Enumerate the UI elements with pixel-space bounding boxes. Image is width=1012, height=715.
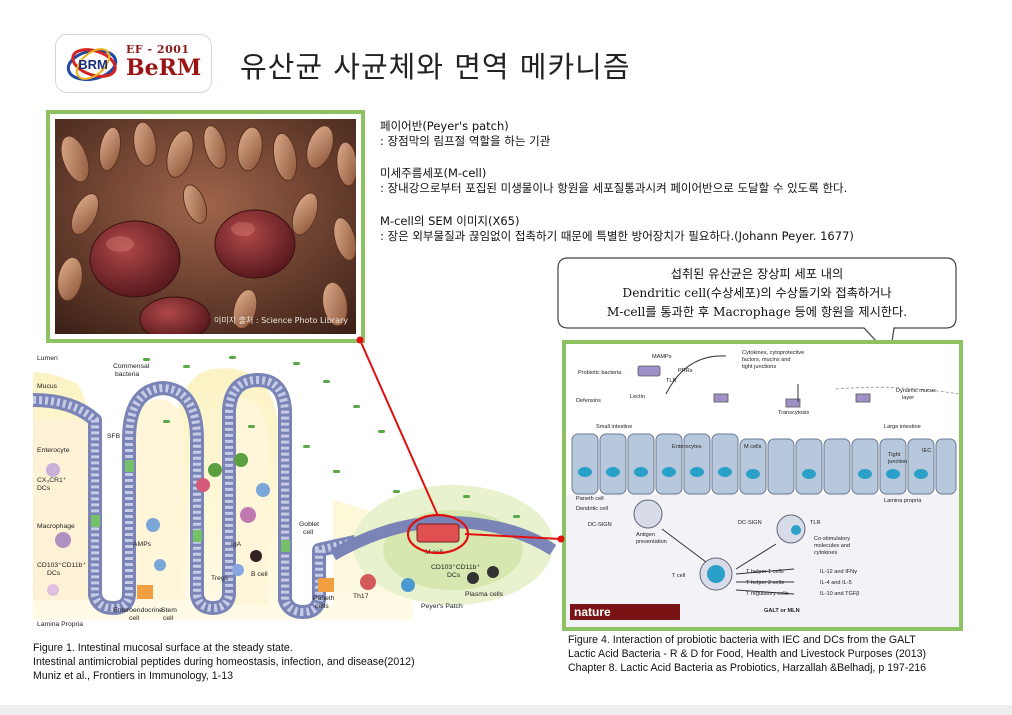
fig4-label-dendritic: Dendritic cell	[576, 506, 608, 512]
fig1-label-cd103-a: CD103⁺CD11b⁺	[37, 562, 86, 569]
fig4-label-lectin: Lectin	[630, 394, 645, 400]
figure-1-caption-line-3: Muniz et al., Frontiers in Immunology, 1…	[33, 670, 233, 682]
fig1-label-enteroendocrine-cell: cell	[129, 615, 140, 622]
fig1-label-sfb: SFB	[107, 433, 121, 440]
fig4-label-th2: T helper 2 cells	[746, 580, 784, 586]
fig4-label-costim-2: molecules and	[814, 543, 850, 549]
fig4-label-tight-2: junction	[887, 459, 907, 465]
figure-1-diagram: Lumen Commensal bacteria Mucus SFB Enter…	[32, 350, 558, 630]
fig4-label-th1: T helper 1 cells	[746, 569, 784, 575]
fig4-label-galt: GALT or MLN	[764, 608, 800, 614]
fig4-label-costim-1: Co-stimulatory	[814, 536, 850, 542]
fig4-label-small-intestine: Small intestine	[596, 424, 632, 430]
fig4-label-tlr-2: TLR	[810, 520, 821, 526]
fig1-label-bacteria: bacteria	[115, 371, 139, 378]
fig1-label-stem-cell: cell	[163, 615, 174, 622]
fig1-label-dcs-3: DCs	[447, 572, 461, 579]
fig1-label-th17: Th17	[353, 593, 369, 600]
fig4-label-lamina: Lamina propria	[884, 498, 922, 504]
fig4-label-large-intestine: Large intestine	[884, 424, 921, 430]
figure-4-caption-line-2: Lactic Acid Bacteria - R & D for Food, H…	[568, 648, 927, 660]
figure-4-caption-line-3: Chapter 8. Lactic Acid Bacteria as Probi…	[568, 662, 927, 674]
fig1-label-cx3cr1: CX₃CR1⁺	[37, 477, 67, 484]
fig1-label-macrophage: Macrophage	[37, 523, 75, 530]
fig1-label-plasma: Plasma cells	[465, 591, 504, 598]
page-title: 유산균 사균체와 면역 메카니즘	[240, 50, 631, 84]
fig1-label-iga: IgA	[231, 541, 242, 548]
emblem-text: BRM	[78, 57, 108, 72]
fig4-label-defensins: Defensins	[576, 398, 601, 404]
fig1-label-commensal: Commensal	[113, 363, 150, 370]
logo-brand-text: BeRM	[126, 55, 202, 81]
photo-credit: 이미지 출처 : Science Photo Library	[213, 316, 348, 325]
fig1-label-dcs-2: DCs	[47, 570, 61, 577]
figure-4-frame: nature Probiotic bacteria MAMPs PRRs TLR…	[562, 340, 963, 631]
fig4-label-costim-3: cytokines	[814, 550, 838, 556]
nature-logo-text: nature	[574, 605, 611, 619]
peyers-patch-body: : 장점막의 림프절 역할을 하는 기관	[380, 134, 551, 148]
fig4-label-dcsign-2: DC-SIGN	[738, 520, 762, 526]
fig4-label-il10: IL-10 and TGFβ	[820, 591, 860, 597]
figure-1-caption-line-1: Figure 1. Intestinal mucosal surface at …	[33, 642, 293, 654]
fig4-label-antigen-1: Antigen	[636, 532, 655, 538]
callout-line-2: Dendritic cell(수상세포)의 수상돌기와 접촉하거나	[622, 286, 892, 300]
fig4-label-treg: T regulatory cells	[746, 591, 789, 597]
fig1-label-goblet-cell: cell	[303, 529, 314, 536]
figure-4-diagram: nature Probiotic bacteria MAMPs PRRs TLR…	[566, 344, 960, 627]
fig1-label-lumen: Lumen	[37, 355, 58, 362]
fig1-label-mucus: Mucus	[37, 383, 58, 390]
fig4-label-tlr: TLR	[666, 378, 677, 384]
fig4-label-cyto-3: tight junctions	[742, 364, 776, 370]
fig4-label-tight-1: Tight	[888, 452, 901, 458]
fig4-label-mamps: MAMPs	[652, 354, 672, 360]
callout-line-3: M-cell를 통과한 후 Macrophage 등에 항원을 제시한다.	[606, 305, 908, 319]
callout-line-1: 섭취된 유산균은 장상피 세포 내의	[670, 267, 844, 281]
logo-small-text: EF - 2001	[126, 43, 190, 56]
fig1-label-tregs: Tregs	[211, 575, 229, 582]
fig4-label-enterocytes: Enterocytes	[672, 444, 702, 450]
sem-photo-frame: 이미지 출처 : Science Photo Library	[46, 110, 365, 343]
fig1-label-stem: Stem	[161, 607, 177, 614]
mcell-heading: 미세주름세포(M-cell)	[380, 166, 487, 180]
berm-emblem-icon: BRM	[66, 48, 118, 82]
callout-text-box: 섭취된 유산균은 장상피 세포 내의 Dendritic cell(수상세포)의…	[558, 257, 956, 329]
brand-logo: BRM EF - 2001 BeRM	[55, 34, 212, 93]
fig4-label-antigen-2: presentation	[636, 539, 667, 545]
fig4-label-dynmucus-2: layer	[902, 395, 914, 401]
fig1-label-bcell: B cell	[251, 571, 268, 578]
fig4-label-cyto-1: Cytokines, cytoprotective	[742, 350, 804, 356]
fig1-label-enteroendocrine: Enteroendocrine	[113, 607, 163, 614]
fig4-label-il4: IL-4 and IL-5	[820, 580, 852, 586]
fig4-label-il12: IL-12 and IFNγ	[820, 569, 857, 575]
sem-heading: M-cell의 SEM 이미지(X65)	[380, 214, 520, 228]
fig1-label-dcs: DCs	[37, 485, 51, 492]
fig1-label-paneth-cells: cells	[315, 603, 329, 610]
sem-photo: 이미지 출처 : Science Photo Library	[55, 119, 356, 334]
fig4-label-iec: IEC	[922, 448, 931, 454]
slide-bottom-bar	[0, 705, 1012, 715]
fig4-label-dynmucus-1: Dynamic mucus	[896, 388, 936, 394]
fig1-label-paneth: Paneth	[313, 595, 335, 602]
fig4-label-dcsign: DC-SIGN	[588, 522, 612, 528]
fig4-label-prrs: PRRs	[678, 368, 693, 374]
figure-4-caption-line-1: Figure 4. Interaction of probiotic bacte…	[568, 634, 916, 646]
fig1-label-cd103-b: CD103⁺CD11b⁺	[431, 564, 480, 571]
fig4-label-mcells: M cells	[744, 444, 762, 450]
fig1-label-peyers: Peyer's Patch	[421, 603, 463, 610]
fig1-label-lamina: Lamina Propria	[37, 621, 83, 628]
fig4-label-paneth: Paneth cell	[576, 496, 604, 502]
fig1-label-goblet: Goblet	[299, 521, 319, 528]
fig4-label-probiotic: Probiotic bacteria	[578, 370, 622, 376]
fig1-label-amps: AMPs	[133, 541, 152, 548]
sem-body: : 장은 외부물질과 끊임없이 접촉하기 때문에 특별한 방어장치가 필요하다.…	[380, 229, 854, 243]
mcell-body: : 장내강으로부터 포집된 미생물이나 항원을 세포질통과시켜 페이어반으로 도…	[380, 181, 848, 195]
fig4-label-cyto-2: factors, mucins and	[742, 357, 791, 363]
figure-1-caption-line-2: Intestinal antimicrobial peptides during…	[33, 656, 415, 668]
peyers-patch-heading: 페이어반(Peyer's patch)	[380, 119, 509, 133]
fig4-label-tcell: T cell	[672, 573, 685, 579]
fig4-label-transcytosis: Transcytosis	[778, 410, 809, 416]
sem-photo-image	[55, 119, 356, 334]
fig1-label-enterocyte: Enterocyte	[37, 447, 70, 454]
